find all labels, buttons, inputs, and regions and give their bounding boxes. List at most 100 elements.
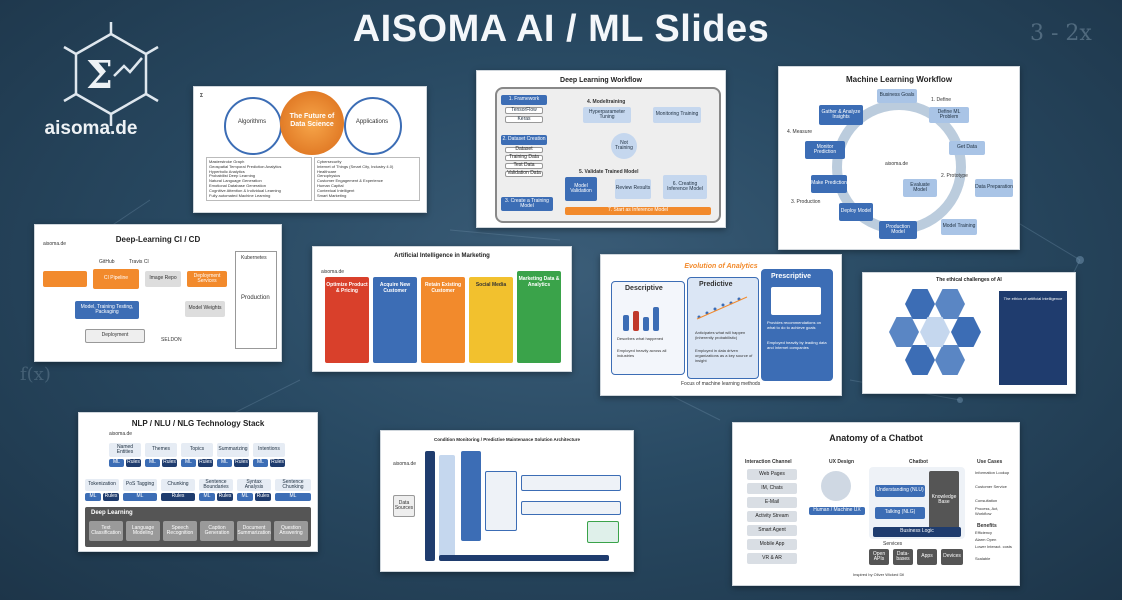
col-usecases: Use Cases — [977, 459, 1003, 465]
applications-label: Applications — [355, 119, 389, 125]
slide-brand: aisoma.de — [393, 461, 417, 467]
rules-tag: Rules — [103, 493, 119, 501]
service-item: Data-bases — [893, 549, 913, 565]
node-monitor-prediction: Monitor Prediction — [805, 141, 845, 159]
benefit-item: Efficiency — [975, 530, 993, 535]
image-repo-box: Image Repo — [145, 271, 181, 287]
validate-label: 5. Validate Trained Model — [579, 169, 639, 175]
rules-tag: Rules — [255, 493, 271, 501]
nlg-box: Talking (NLG) — [875, 507, 925, 519]
nlu-box: Understanding (NLU) — [875, 485, 925, 497]
slide-brand: aisoma.de — [321, 269, 345, 275]
slide-dl-cicd[interactable]: aisoma.de Deep-Learning CI / CD GitHub T… — [34, 224, 282, 362]
review-box: Review Results — [615, 179, 651, 199]
list-item: Customer Engagement & Experience — [317, 178, 384, 184]
predictive-bullet: Employed in data driven organizations as… — [695, 348, 753, 363]
rules-tag: Rules — [270, 459, 285, 467]
slide-title: NLP / NLU / NLG Technology Stack — [131, 419, 265, 428]
ml-tag: ML — [109, 459, 124, 467]
list-item: Internet of Things (Smart City, Industry… — [317, 163, 394, 169]
use-case-item: Customer Service — [975, 484, 1007, 489]
applications-circle — [344, 97, 402, 155]
slide-ml-workflow[interactable]: Machine Learning Workflow 1. Define 2. P… — [778, 66, 1020, 250]
channel-item: VR & AR — [747, 553, 797, 564]
model-training-box: Model, Training Testing, Packaging — [75, 301, 139, 319]
slide-title: Anatomy of a Chatbot — [829, 433, 923, 443]
ethics-text-panel — [999, 291, 1067, 385]
slide-title: Evolution of Analytics — [684, 263, 758, 270]
node-make-prediction: Make Prediction — [811, 175, 847, 193]
slide-ethics[interactable]: The ethical challenges of AI The ethics … — [862, 272, 1076, 394]
ml-tag: ML — [85, 493, 101, 501]
framework-box: 1. Framework — [501, 95, 547, 105]
service-item: Apps — [917, 549, 937, 565]
scatter-plot-icon — [696, 296, 748, 320]
chart-bar — [653, 307, 659, 331]
nlp-mid-item: Sentence Boundaries — [199, 479, 233, 491]
data-sources-box: Data Sources — [393, 495, 415, 517]
rules-tag: Rules — [162, 459, 177, 467]
nlp-top-item: Named Entities — [109, 443, 141, 457]
chart-bar — [623, 315, 629, 331]
ethics-hex — [905, 289, 935, 319]
logo-symbol: Σ — [86, 52, 113, 97]
slide-nlp[interactable]: NLP / NLU / NLG Technology Stack aisoma.… — [78, 412, 318, 552]
dataset-item: Validation Data — [505, 171, 543, 177]
inference-box: 6. Creating Inference Model — [663, 175, 707, 199]
slide-chatbot[interactable]: Anatomy of a Chatbot Interaction Channel… — [732, 422, 1020, 586]
service-item: Open APIs — [869, 549, 889, 565]
prototype-label: 2. Prototype — [941, 173, 968, 179]
applications-list: Cybersecurity Internet of Things (Smart … — [314, 157, 420, 202]
node-define-problem: Define ML Problem — [929, 107, 969, 123]
slide-condition-monitoring[interactable]: Condition Monitoring / Predictive Mainte… — [380, 430, 634, 572]
head-icon — [821, 471, 851, 501]
ethics-hex — [935, 289, 965, 319]
rules-tag: Rules — [234, 459, 249, 467]
dashboard-screen — [587, 521, 619, 543]
svg-text:3 - 2x: 3 - 2x — [1030, 21, 1092, 46]
col-interaction: Interaction Channel — [745, 459, 792, 465]
marketing-column: Social Media — [469, 277, 513, 363]
ml-row — [521, 501, 621, 515]
travis-label: Travis CI — [129, 259, 149, 265]
ethics-hex — [935, 345, 965, 375]
nlp-top-item: Themes — [145, 443, 177, 457]
define-label: 1. Define — [931, 97, 952, 103]
slide-ai-marketing[interactable]: aisoma.de Artificial Intelligence in Mar… — [312, 246, 572, 372]
node-model-training: Model Training — [941, 219, 977, 235]
benefit-item: Scalable — [975, 556, 991, 561]
ml-tag: ML — [123, 493, 157, 501]
chart-bar — [643, 317, 649, 331]
services-label: Services — [883, 541, 903, 547]
node-gather-insights: Gather & Analyze Insights — [819, 105, 863, 125]
list-item: Healthcare — [317, 168, 337, 174]
list-item: Probabilist Deep Learning — [209, 173, 256, 179]
model-training-label: 4. Modeltraining — [587, 99, 626, 105]
ethics-hex — [889, 317, 919, 347]
create-training-box: 3. Create a Training Model — [501, 197, 553, 211]
list-item: Cybersecurity — [317, 159, 342, 164]
data-science-circle — [280, 91, 344, 155]
channel-item: Activity Stream — [747, 511, 797, 522]
algorithms-label: Algorithms — [237, 119, 267, 125]
dl-item: Text Classification — [89, 521, 123, 541]
ingest-column — [439, 455, 455, 559]
list-item: Cognitive Attention & Individual Learnin… — [209, 187, 281, 193]
use-case-item: Consultation — [975, 498, 998, 503]
descriptive-label: Descriptive — [625, 285, 663, 292]
slide-analytics[interactable]: Evolution of Analytics Descriptive Descr… — [600, 254, 842, 396]
use-case-item: Information Lookup — [975, 470, 1010, 475]
slide-data-science[interactable]: Σ Algorithms The Future of Data Science … — [193, 86, 427, 213]
ml-tag: ML — [253, 459, 268, 467]
slide-title: The ethical challenges of AI — [936, 277, 1002, 283]
node-evaluate-model: Evaluate Model — [903, 179, 937, 197]
list-item: Human Capital — [317, 182, 344, 188]
marketing-column: Acquire New Customer — [373, 277, 417, 363]
dl-item: Question Answering — [274, 521, 308, 541]
list-item: Contextual Intelligent — [317, 187, 355, 193]
svg-text:f(x): f(x) — [20, 364, 51, 385]
ethics-center-hex — [920, 317, 950, 347]
benefits-title: Benefits — [977, 523, 997, 529]
slide-dl-workflow[interactable]: Deep Learning Workflow 1. Framework Tens… — [476, 70, 726, 228]
